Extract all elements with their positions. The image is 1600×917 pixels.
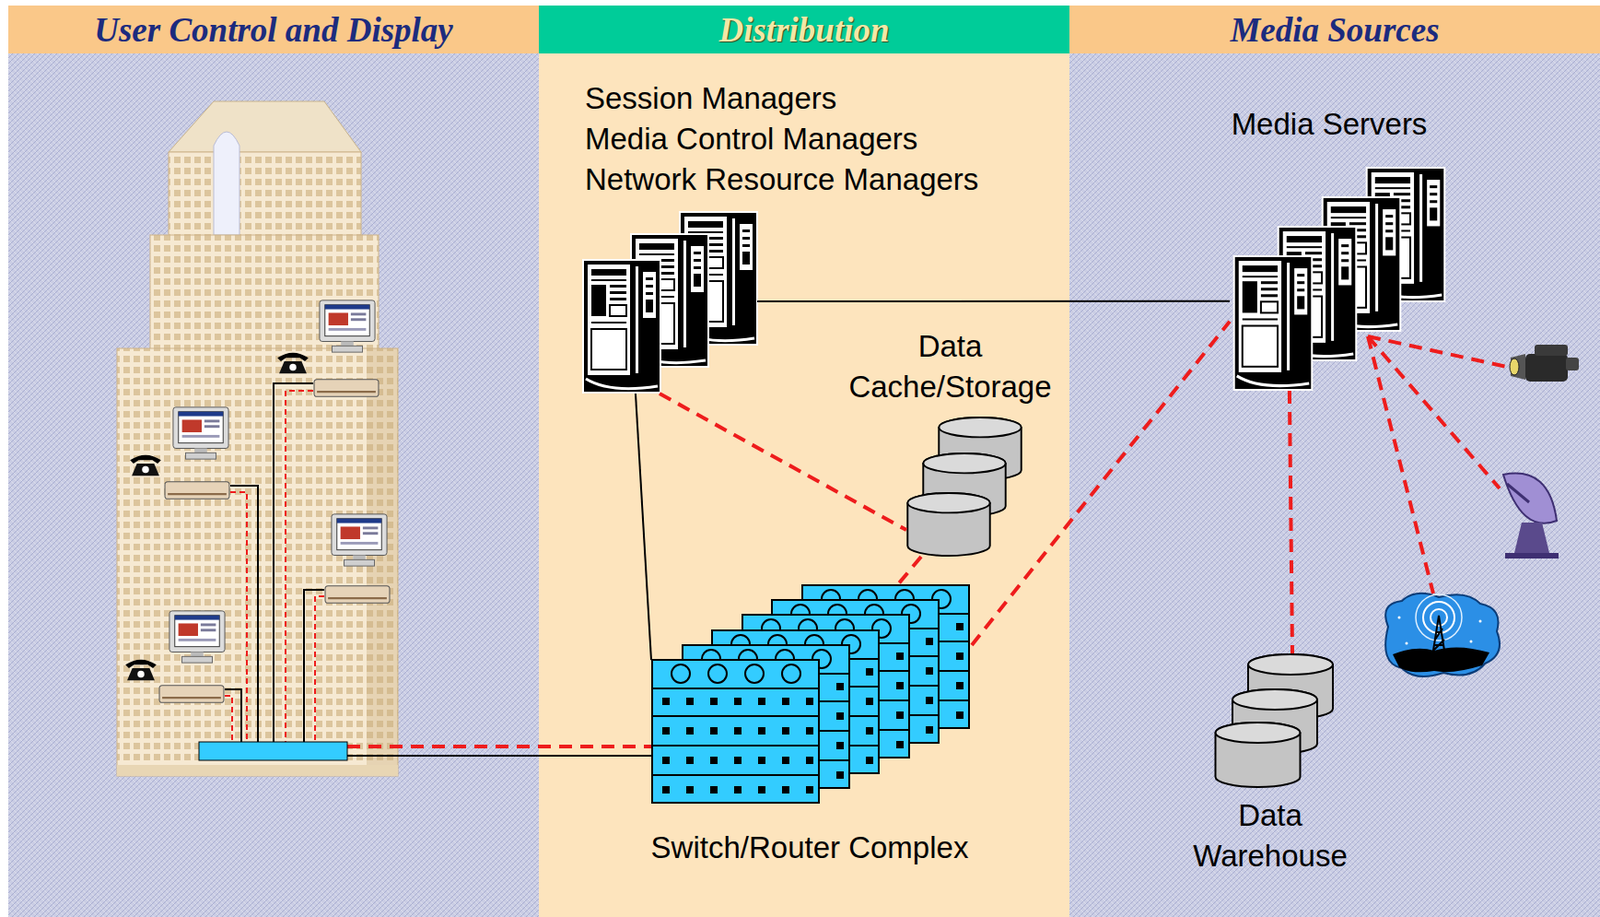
- hub: [198, 741, 348, 760]
- column-ground: [538, 53, 1070, 917]
- column-heading: Distribution: [538, 5, 1070, 54]
- node-label: Media Servers: [1231, 104, 1428, 145]
- node-label: Media Control Managers: [584, 118, 979, 160]
- node-caption: Data Warehouse: [1178, 794, 1363, 876]
- wire: [230, 491, 247, 742]
- star: [1398, 616, 1402, 619]
- tower-lattice: [1432, 615, 1446, 656]
- building-body: [116, 348, 398, 776]
- phone-icon: [129, 455, 162, 476]
- phone-icon: [277, 352, 309, 374]
- building-wiring: [198, 383, 652, 760]
- building-base: [116, 764, 398, 776]
- media-server-stack: [1234, 167, 1446, 390]
- monitor-icon: [173, 407, 229, 459]
- node-label: Session Managers: [584, 78, 979, 119]
- wire: [303, 589, 325, 742]
- workstations: [125, 300, 390, 702]
- wire: [273, 383, 314, 742]
- switch-box: [652, 659, 819, 803]
- column-heading: Media Sources: [1069, 5, 1600, 54]
- server-tower: [583, 259, 661, 393]
- node-caption: Switch/Router Complex: [651, 827, 970, 868]
- switch-stack-drawing: [652, 584, 970, 803]
- wire: [230, 485, 258, 742]
- node-caption: Session ManagersMedia Control ManagersNe…: [584, 78, 979, 200]
- camcorder-icon: [1509, 344, 1579, 382]
- uplink-wire: [347, 744, 652, 748]
- camcorder-body: [1525, 353, 1568, 382]
- modem-icon: [325, 585, 390, 604]
- switch-stack: Switch/Router Complex: [651, 583, 972, 804]
- server-stack: Media Servers: [1229, 166, 1448, 391]
- uplink-wire: [347, 754, 652, 757]
- modem-icon: [314, 379, 379, 398]
- cloud: [1385, 593, 1500, 677]
- node-label: Data Warehouse: [1178, 794, 1363, 876]
- column-band: Media SourcesMedia ServersData Warehouse: [1069, 5, 1600, 917]
- column-heading: User Control and Display: [8, 5, 539, 54]
- disk-cylinder: [907, 492, 990, 556]
- broadcast-tower-icon: [1385, 593, 1500, 677]
- connectors: [635, 301, 1293, 660]
- column-band: User Control and Display: [8, 5, 539, 917]
- network-link: [635, 393, 652, 660]
- land: [1392, 646, 1490, 672]
- office-building: [116, 101, 398, 776]
- disk-cylinder: [1215, 722, 1301, 787]
- feed-line: [1367, 336, 1434, 594]
- wire: [224, 689, 242, 742]
- column-ground: [1069, 53, 1600, 917]
- camcorder-handle: [1534, 344, 1568, 356]
- network-link: [757, 300, 1230, 303]
- building-crown: [168, 151, 362, 237]
- storage-stack: Data Warehouse: [1214, 653, 1334, 788]
- column-ground: [8, 53, 539, 917]
- building-arch: [213, 131, 240, 235]
- star: [1405, 642, 1409, 645]
- node-label: Network Resource Managers: [584, 159, 979, 200]
- building-roof: [168, 101, 362, 152]
- phone-icon: [125, 659, 157, 680]
- star: [1470, 640, 1473, 643]
- column-band: DistributionSession ManagersMedia Contro…: [538, 5, 1070, 917]
- dish: [1503, 473, 1557, 524]
- node-caption: Data Cache/Storage: [840, 326, 1062, 408]
- wire: [285, 390, 314, 742]
- monitor-icon: [169, 610, 225, 663]
- feed-line: [1367, 336, 1500, 489]
- warehouse-disks: [1215, 654, 1334, 787]
- monitor-icon: [319, 300, 375, 352]
- camcorder-viewfinder: [1565, 357, 1579, 371]
- node-label: Switch/Router Complex: [651, 827, 970, 868]
- satellite-dish-icon: [1503, 473, 1559, 559]
- modem-icon: [159, 685, 224, 703]
- dish-feed: [1506, 483, 1530, 503]
- session-server-stack: [583, 211, 758, 393]
- wire: [224, 695, 233, 742]
- camcorder-hood: [1510, 353, 1526, 380]
- camcorder-lens: [1509, 358, 1519, 375]
- dish-base: [1505, 552, 1559, 559]
- node-label: Data Cache/Storage: [840, 326, 1062, 408]
- modem-icon: [164, 481, 230, 500]
- server-tower: [1234, 256, 1313, 390]
- network-link: [659, 393, 907, 530]
- network-link: [1289, 390, 1293, 654]
- cache-disks: [907, 417, 1021, 556]
- monitor-icon: [331, 513, 387, 566]
- wire: [315, 595, 325, 742]
- server-stack: Session ManagersMedia Control ManagersNe…: [582, 210, 758, 394]
- node-caption: Media Servers: [1231, 104, 1428, 145]
- network-link: [898, 556, 922, 584]
- source-feeds: [1367, 336, 1507, 594]
- star: [1479, 619, 1483, 623]
- storage-stack: Data Cache/Storage: [906, 416, 1024, 557]
- dish-pedestal: [1514, 522, 1550, 553]
